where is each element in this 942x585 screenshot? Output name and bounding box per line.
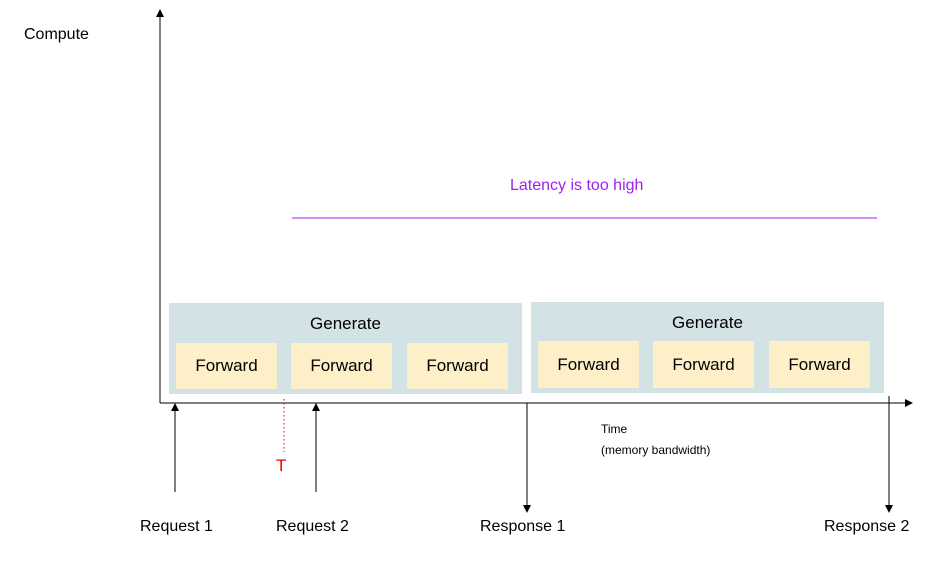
x-axis-label: Time <box>601 422 628 436</box>
forward-box: Forward <box>291 343 392 389</box>
y-axis-label: Compute <box>24 26 89 43</box>
t-marker-label: T <box>276 456 287 475</box>
forward-box: Forward <box>538 341 639 388</box>
generate-block-1: Generate Forward Forward Forward <box>169 303 522 394</box>
response-1-label: Response 1 <box>480 518 566 535</box>
generate-title: Generate <box>310 314 381 333</box>
generate-block-2: Generate Forward Forward Forward <box>531 302 884 393</box>
forward-box: Forward <box>176 343 277 389</box>
request-2-label: Request 2 <box>276 518 349 535</box>
forward-box: Forward <box>407 343 508 389</box>
latency-label: Latency is too high <box>510 177 644 194</box>
forward-box: Forward <box>653 341 754 388</box>
request-1-label: Request 1 <box>140 518 213 535</box>
forward-box: Forward <box>769 341 870 388</box>
generate-title: Generate <box>672 313 743 332</box>
response-2-label: Response 2 <box>824 518 910 535</box>
x-axis-sublabel: (memory bandwidth) <box>601 443 711 457</box>
